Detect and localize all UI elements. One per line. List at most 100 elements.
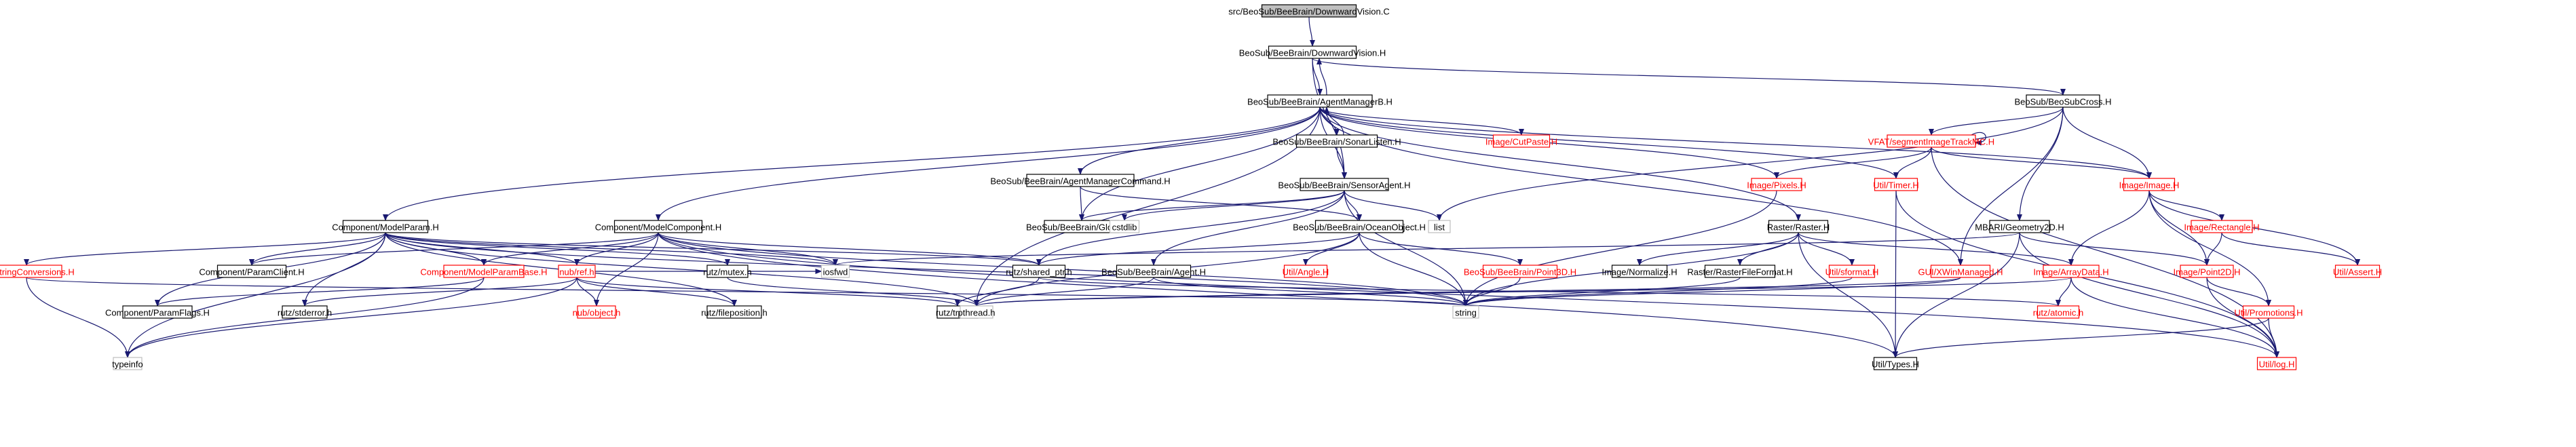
edge-img-to-irect [2148,190,2224,221]
edge-vfat-to-vfat [1971,132,1986,146]
node-cmc[interactable]: Component/ModelComponent.H [595,220,721,233]
node-box-cmc [613,220,703,233]
node-rrff[interactable]: Raster/RasterFileFormat.H [1687,265,1793,278]
node-nobj[interactable]: nub/object.h [573,305,621,319]
node-cpc[interactable]: Component/ParamClient.H [199,265,305,278]
node-oo[interactable]: BeoSub/BeeBrain/OceanObject.H [1293,220,1426,233]
node-bsc[interactable]: BeoSub/BeoSubCross.H [2014,94,2112,108]
edge-vfat-to-timer [1893,147,1932,179]
node-rsp[interactable]: rutz/shared_ptr.h [1006,265,1072,278]
edge-cmp-to-iosfwd [385,232,838,266]
node-pthread: pthread.h [958,305,996,319]
edge-img-to-uassert [2148,190,2360,266]
node-box-dv [1268,45,1357,59]
node-box-ulog [2256,357,2297,370]
node-label-vfat: VFAT/segmentImageTrackMC.H [1868,137,1994,147]
edge-irect-to-uassert [2221,232,2360,266]
edge-sl-to-sa [1336,147,1347,179]
node-label-iosfwd: iosfwd [823,267,848,277]
node-label-usc: Util/StringConversions.H [0,267,75,277]
node-gui[interactable]: GUI/XWinManaged.H [1918,265,2003,278]
node-pix[interactable]: Image/Pixels.H [1747,178,1806,191]
node-cmpb[interactable]: Component/ModelParamBase.H [420,265,548,278]
node-box-pix [1751,178,1802,191]
node-label-rsp: rutz/shared_ptr.h [1006,267,1072,277]
node-label-bsc: BeoSub/BeoSubCross.H [2014,97,2111,107]
node-agent[interactable]: BeoSub/BeeBrain/Agent.H [1101,265,1206,278]
edge-bsc-to-gui [1958,106,2064,266]
node-box-list [1428,220,1451,233]
node-img[interactable]: Image/Image.H [2119,178,2180,191]
node-box-string [1452,305,1479,319]
node-utypes[interactable]: Util/Types.H [1872,357,1919,370]
node-label-ulog: Util/log.H [2259,359,2295,370]
node-label-list: list [1434,222,1445,233]
edge-sa-to-list [1344,190,1442,221]
node-label-sa: BeoSub/BeeBrain/SensorAgent.H [1278,180,1410,191]
edge-root-to-dv [1308,16,1315,47]
node-label-oo: BeoSub/BeeBrain/OceanObject.H [1293,222,1426,233]
edge-sa-to-string [1344,190,1469,307]
edge-mbari-to-iosfwd [833,232,2020,266]
node-rstderr[interactable]: rutz/stderror.h [278,305,332,319]
dependency-nodes: src/BeoSub/BeeBrain/DownwardVision.C BeoS… [0,4,2382,370]
node-uassert[interactable]: Util/Assert.H [2333,265,2382,278]
node-dv[interactable]: BeoSub/BeeBrain/DownwardVision.H [1239,45,1386,59]
node-box-rstderr [282,305,328,319]
node-cp[interactable]: Image/CutPaste.H [1485,134,1557,148]
node-label-irect: Image/Rectangle.H [2184,222,2259,233]
node-sl[interactable]: BeoSub/BeeBrain/SonarListen.H [1272,134,1401,148]
edge-amb-to-cmc [656,106,1321,221]
edge-vfat-to-pix [1774,147,1932,179]
edge-cmc-to-rsp [658,232,1042,266]
node-rmutex[interactable]: rutz/mutex.h [703,265,752,278]
node-usc[interactable]: Util/StringConversions.H [0,265,75,278]
edge-amb-to-img [1319,106,2152,179]
edge-cmc-to-iosfwd [658,232,838,266]
node-box-mbari [1989,220,2050,233]
node-timer[interactable]: Util/Timer.H [1873,178,1919,191]
node-label-cmpb: Component/ModelParamBase.H [420,267,547,277]
node-ip2d[interactable]: Image/Point2D.H [2174,265,2241,278]
node-label-img: Image/Image.H [2119,180,2180,191]
node-inorm[interactable]: Image/Normalize.H [1602,265,1678,278]
node-box-root [1261,4,1357,18]
node-label-pix: Image/Pixels.H [1747,180,1806,191]
node-iad[interactable]: Image/ArrayData.H [2033,265,2109,278]
node-label-pthread: pthread.h [958,308,996,318]
node-p3d[interactable]: BeoSub/BeeBrain/Point3D.H [1464,265,1576,278]
edge-gui-to-pthread [974,277,1961,307]
node-box-cpf [122,305,193,319]
node-label-utypes: Util/Types.H [1872,359,1919,370]
node-mbari[interactable]: MBARI/Geometry2D.H [1975,220,2064,233]
node-label-dv: BeoSub/BeeBrain/DownwardVision.H [1239,48,1386,58]
node-rast[interactable]: Raster/Raster.H [1767,220,1830,233]
node-ulog[interactable]: Util/log.H [2256,357,2297,370]
node-label-ratomic: rutz/atomic.h [2033,308,2083,318]
edge-rast-to-rrff [1737,232,1799,266]
edge-pix-to-string [1463,190,1777,307]
node-cmp[interactable]: Component/ModelParam.H [332,220,439,233]
node-uprom[interactable]: Util/Promotions.H [2234,305,2303,319]
node-sa[interactable]: BeoSub/BeeBrain/SensorAgent.H [1278,178,1411,191]
node-rfp[interactable]: rutz/fileposition.h [701,305,768,319]
edge-sa-to-agent [1151,190,1345,266]
edge-amc-to-glob [1078,186,1084,221]
node-uangle[interactable]: Util/Angle.H [1283,265,1329,278]
node-box-timer [1874,178,1918,191]
node-amc[interactable]: BeoSub/BeeBrain/AgentManagerCommand.H [990,174,1171,187]
node-usf[interactable]: Util/sformat.H [1825,265,1879,278]
edge-cmp-to-pthread [385,232,979,307]
node-amb[interactable]: BeoSub/BeeBrain/AgentManagerB.H [1247,94,1393,108]
node-root[interactable]: src/BeoSub/BeeBrain/DownwardVision.C [1228,4,1390,18]
node-irect[interactable]: Image/Rectangle.H [2184,220,2260,233]
edge-cmc-to-nref [574,232,659,266]
edge-cmp-to-rsp [385,232,1042,266]
edge-cmp-to-usc [24,232,386,266]
node-nref[interactable]: nub/ref.h [558,265,596,278]
node-cpf[interactable]: Component/ParamFlags.H [105,305,210,319]
edge-img-to-uprom [2148,190,2271,307]
node-vfat[interactable]: VFAT/segmentImageTrackMC.H [1868,134,1994,148]
node-ratomic[interactable]: rutz/atomic.h [2033,305,2083,319]
